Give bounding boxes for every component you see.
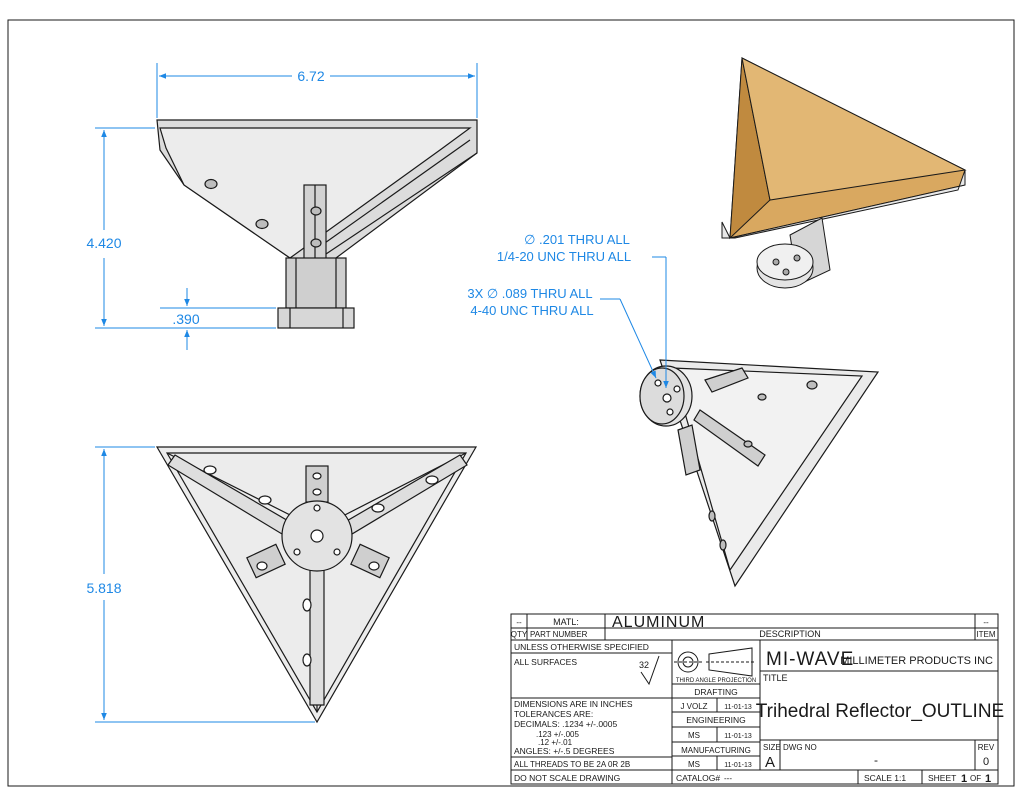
tb-title: Trihedral Reflector_OUTLINE <box>756 701 1004 722</box>
tb-sheet-num: 1 <box>961 773 967 785</box>
front-view <box>156 119 478 329</box>
tb-dash-left: -- <box>516 618 522 627</box>
tb-threads: ALL THREADS TO BE 2A 0R 2B <box>514 760 630 769</box>
tb-scale: SCALE 1:1 <box>864 773 906 783</box>
tb-qty: QTY <box>511 630 528 639</box>
isometric-rear-view <box>639 359 880 588</box>
tb-company-sub: MILLIMETER PRODUCTS INC <box>840 655 993 667</box>
callout-bolt-holes-line2: 4-40 UNC THRU ALL <box>470 303 593 318</box>
tb-material: ALUMINUM <box>612 614 705 631</box>
title-block <box>510 613 999 785</box>
tb-item: ITEM <box>976 630 995 639</box>
tb-size-label: SIZE <box>763 743 781 752</box>
callout-center-hole-line2: 1/4-20 UNC THRU ALL <box>497 249 631 264</box>
tb-description: DESCRIPTION <box>759 629 821 639</box>
tb-engineering-date: 11-01-13 <box>724 733 752 740</box>
tb-matl-label: MATL: <box>553 617 579 627</box>
tb-dims-line4: .123 +/-.005 <box>536 730 579 739</box>
tb-projection: THIRD ANGLE PROJECTION <box>676 678 756 684</box>
top-view-dimensions <box>95 446 315 723</box>
isometric-front-view <box>721 57 967 289</box>
dim-front-width: 6.72 <box>297 68 324 84</box>
tb-dims-line3: DECIMALS: .1234 +/-.0005 <box>514 719 618 729</box>
tb-company: MI-WAVE <box>766 649 854 670</box>
tb-drafting-date: 11-01-13 <box>724 704 752 711</box>
tb-rev: 0 <box>983 756 989 768</box>
tb-dims-line2: TOLERANCES ARE: <box>514 709 593 719</box>
tb-title-label: TITLE <box>763 673 788 683</box>
tb-rev-label: REV <box>978 743 995 752</box>
tb-dims-line5: .12 +/-.01 <box>538 738 573 747</box>
tb-dwg-no: - <box>874 753 878 767</box>
title-block-text: -- MATL: ALUMINUM -- QTY PART NUMBER DES… <box>511 614 1004 785</box>
sheet-border <box>7 19 1015 787</box>
tb-surface-finish: 32 <box>639 660 649 670</box>
tb-sheet-of: OF <box>970 774 981 783</box>
tb-unless: UNLESS OTHERWISE SPECIFIED <box>514 642 649 652</box>
dim-top-height: 5.818 <box>86 580 121 596</box>
tb-catalog-label: CATALOG# <box>676 773 720 783</box>
tb-part-number: PART NUMBER <box>530 630 588 639</box>
tb-dwg-label: DWG NO <box>783 743 817 752</box>
callout-leaders <box>600 256 669 388</box>
tb-manufacturing-date: 11-01-13 <box>724 762 752 769</box>
tb-sheet-label: SHEET <box>928 773 956 783</box>
tb-dims-line1: DIMENSIONS ARE IN INCHES <box>514 699 633 709</box>
dim-base-height: .390 <box>172 311 199 327</box>
tb-drafting: DRAFTING <box>694 687 737 697</box>
tb-engineering-name: MS <box>688 731 700 740</box>
tb-drafting-name: J VOLZ <box>680 702 707 711</box>
tb-do-not-scale: DO NOT SCALE DRAWING <box>514 773 620 783</box>
tb-angles: ANGLES: +/-.5 DEGREES <box>514 746 615 756</box>
front-view-dimensions <box>95 63 478 350</box>
tb-size: A <box>765 754 775 771</box>
tb-catalog-value: --- <box>724 774 732 783</box>
tb-manufacturing: MANUFACTURING <box>681 746 751 755</box>
tb-all-surfaces: ALL SURFACES <box>514 657 577 667</box>
top-view <box>155 446 478 724</box>
tb-manufacturing-name: MS <box>688 760 700 769</box>
callout-bolt-holes-line1: 3X ∅ .089 THRU ALL <box>467 286 592 301</box>
tb-engineering: ENGINEERING <box>686 715 746 725</box>
tb-dash-right: -- <box>983 618 989 627</box>
tb-sheet-total: 1 <box>985 773 991 785</box>
dim-front-height: 4.420 <box>86 235 121 251</box>
callout-center-hole-line1: ∅ .201 THRU ALL <box>524 232 630 247</box>
